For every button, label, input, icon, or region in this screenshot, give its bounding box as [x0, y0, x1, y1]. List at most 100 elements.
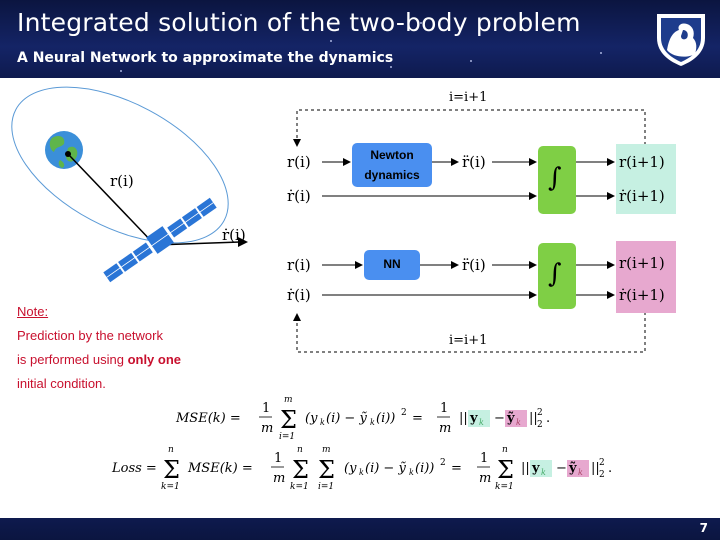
newton-block-label-2: dynamics — [364, 168, 420, 182]
bottom-rddot-label: r̈(i) — [462, 256, 486, 274]
slide-header: Integrated solution of the two-body prob… — [0, 0, 720, 78]
svg-text:i=1: i=1 — [279, 432, 295, 442]
top-out-rdot: ṙ(i+1) — [619, 187, 665, 205]
svg-text:Σ: Σ — [163, 456, 180, 484]
integrator-top-block — [538, 146, 576, 214]
orbit-illustration — [11, 86, 248, 283]
svg-text:2: 2 — [599, 458, 605, 468]
svg-text:MSE(k) =: MSE(k) = — [187, 461, 253, 476]
orbit-ellipse — [11, 86, 229, 244]
top-input-rdot: ṙ(i) — [287, 187, 311, 205]
nn-block — [364, 250, 420, 280]
svg-text:y: y — [531, 461, 540, 476]
svg-text:MSE(k) =: MSE(k) = — [175, 411, 241, 426]
svg-text:(i) − ỹ: (i) − ỹ — [365, 461, 406, 476]
svg-text:2: 2 — [401, 408, 407, 418]
svg-text:.: . — [546, 411, 550, 426]
bottom-out-r: r(i+1) — [619, 254, 665, 272]
output-bottom-box — [616, 241, 676, 313]
slide-title: Integrated solution of the two-body prob… — [17, 8, 581, 37]
svg-text:k: k — [409, 468, 414, 477]
svg-text:m: m — [284, 395, 293, 405]
note-line-2: is performed using only one — [17, 352, 182, 367]
svg-text:Σ: Σ — [497, 456, 514, 484]
note-line-3: initial condition. — [17, 376, 106, 391]
svg-text:2: 2 — [537, 408, 543, 418]
note-emphasis: only one — [127, 352, 182, 367]
svg-text:Loss =: Loss = — [111, 461, 157, 476]
svg-text:(i)): (i)) — [415, 461, 434, 476]
svg-text:1: 1 — [440, 401, 448, 416]
top-feedback-loop — [293, 109, 646, 147]
bottom-input-rdot: ṙ(i) — [287, 286, 311, 304]
svg-text:n: n — [502, 445, 508, 455]
svg-text:2: 2 — [537, 420, 543, 430]
top-out-r: r(i+1) — [619, 153, 665, 171]
output-top-box — [616, 144, 676, 214]
svg-text:k=1: k=1 — [290, 482, 309, 492]
svg-text:m: m — [322, 445, 331, 455]
loss-equation: Loss = Σ n k=1 MSE(k) = 1 m Σ n k=1 Σ m … — [111, 445, 612, 492]
svg-text:||: || — [459, 411, 468, 426]
svg-text:n: n — [168, 445, 174, 455]
bottom-integral-symbol: ∫ — [548, 259, 562, 289]
top-rddot-label: r̈(i) — [462, 153, 486, 171]
equations: MSE(k) = 1 m Σ m i=1 (y k (i) − ỹ k (i))… — [111, 395, 612, 492]
svg-text:.: . — [608, 461, 612, 476]
svg-text:1: 1 — [262, 401, 270, 416]
note-heading: Note: — [17, 304, 49, 319]
newton-block-label-1: Newton — [370, 148, 414, 162]
svg-text:2: 2 — [599, 470, 605, 480]
svg-text:m: m — [439, 421, 451, 436]
integrator-bottom-block — [538, 243, 576, 309]
svg-text:k: k — [578, 468, 583, 477]
svg-text:i=1: i=1 — [318, 482, 334, 492]
svg-text:k=1: k=1 — [161, 482, 180, 492]
svg-text:n: n — [297, 445, 303, 455]
newton-dynamics-block — [352, 143, 432, 187]
svg-text:k: k — [370, 418, 375, 427]
mse-equation: MSE(k) = 1 m Σ m i=1 (y k (i) − ỹ k (i))… — [175, 395, 550, 442]
slide-subtitle: A Neural Network to approximate the dyna… — [17, 50, 394, 66]
svg-text:k: k — [320, 418, 325, 427]
note-line-1: Prediction by the network — [17, 328, 163, 343]
svg-text:k: k — [541, 468, 546, 477]
top-input-r: r(i) — [287, 153, 311, 171]
svg-text:m: m — [479, 471, 491, 486]
svg-text:||: || — [591, 461, 600, 476]
svg-text:ỹ: ỹ — [568, 461, 577, 476]
svg-text:(i)): (i)) — [376, 411, 395, 426]
bottom-loop-label: i=i+1 — [449, 333, 488, 348]
position-vector — [67, 153, 156, 246]
velocity-label: ṙ(i) — [222, 226, 246, 244]
satellite-icon — [103, 197, 217, 283]
university-shield-logo — [657, 14, 705, 66]
svg-text:m: m — [273, 471, 285, 486]
svg-text:m: m — [261, 421, 273, 436]
svg-text:2: 2 — [440, 458, 446, 468]
svg-text:||: || — [521, 461, 530, 476]
note-block: Note: Prediction by the network is perfo… — [17, 300, 181, 396]
top-loop-label: i=i+1 — [449, 90, 488, 105]
position-label: r(i) — [110, 172, 134, 190]
svg-text:k: k — [479, 418, 484, 427]
svg-text:ỹ: ỹ — [506, 411, 515, 426]
svg-text:k=1: k=1 — [495, 482, 514, 492]
page-number: 7 — [699, 521, 708, 535]
svg-text:Σ: Σ — [280, 406, 297, 434]
svg-text:Σ: Σ — [292, 456, 309, 484]
svg-text:k: k — [516, 418, 521, 427]
svg-text:−: − — [556, 461, 567, 476]
svg-text:||: || — [529, 411, 538, 426]
svg-text:y: y — [469, 411, 478, 426]
svg-text:=: = — [412, 411, 423, 426]
bottom-out-rdot: ṙ(i+1) — [619, 286, 665, 304]
svg-text:(y: (y — [305, 411, 318, 426]
bottom-input-r: r(i) — [287, 256, 311, 274]
svg-text:=: = — [451, 461, 462, 476]
svg-text:1: 1 — [274, 451, 282, 466]
svg-text:k: k — [359, 468, 364, 477]
svg-text:Σ: Σ — [318, 456, 335, 484]
svg-text:1: 1 — [480, 451, 488, 466]
